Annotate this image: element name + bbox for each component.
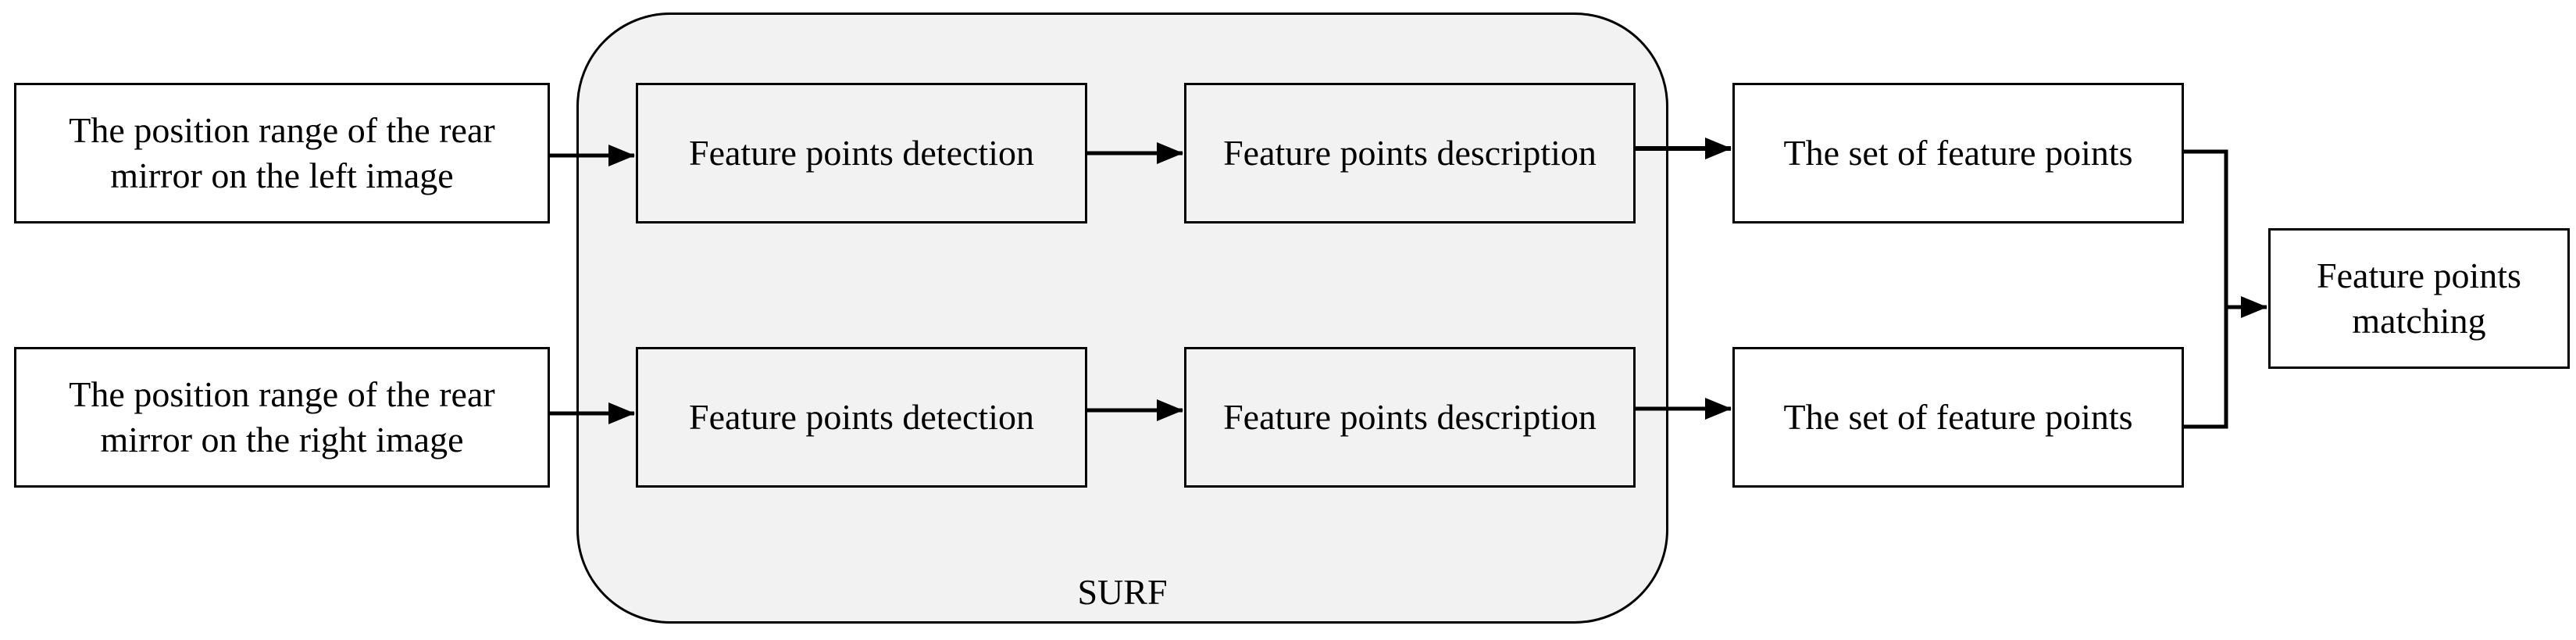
surf-group-label: SURF xyxy=(1077,572,1168,612)
feature-description-bottom-box: Feature points description xyxy=(1184,347,1636,488)
feature-set-top-box: The set of feature points xyxy=(1732,83,2184,223)
right-image-input-box: The position range of the rear mirror on… xyxy=(14,347,550,488)
feature-detection-top-box: Feature points detection xyxy=(636,83,1087,223)
feature-set-bottom-box: The set of feature points xyxy=(1732,347,2184,488)
feature-matching-box: Feature points matching xyxy=(2268,228,2570,369)
bracket-sets-to-matching xyxy=(2184,149,2228,429)
feature-description-top-box: Feature points description xyxy=(1184,83,1636,223)
left-image-input-box: The position range of the rear mirror on… xyxy=(14,83,550,223)
feature-detection-bottom-box: Feature points detection xyxy=(636,347,1087,488)
